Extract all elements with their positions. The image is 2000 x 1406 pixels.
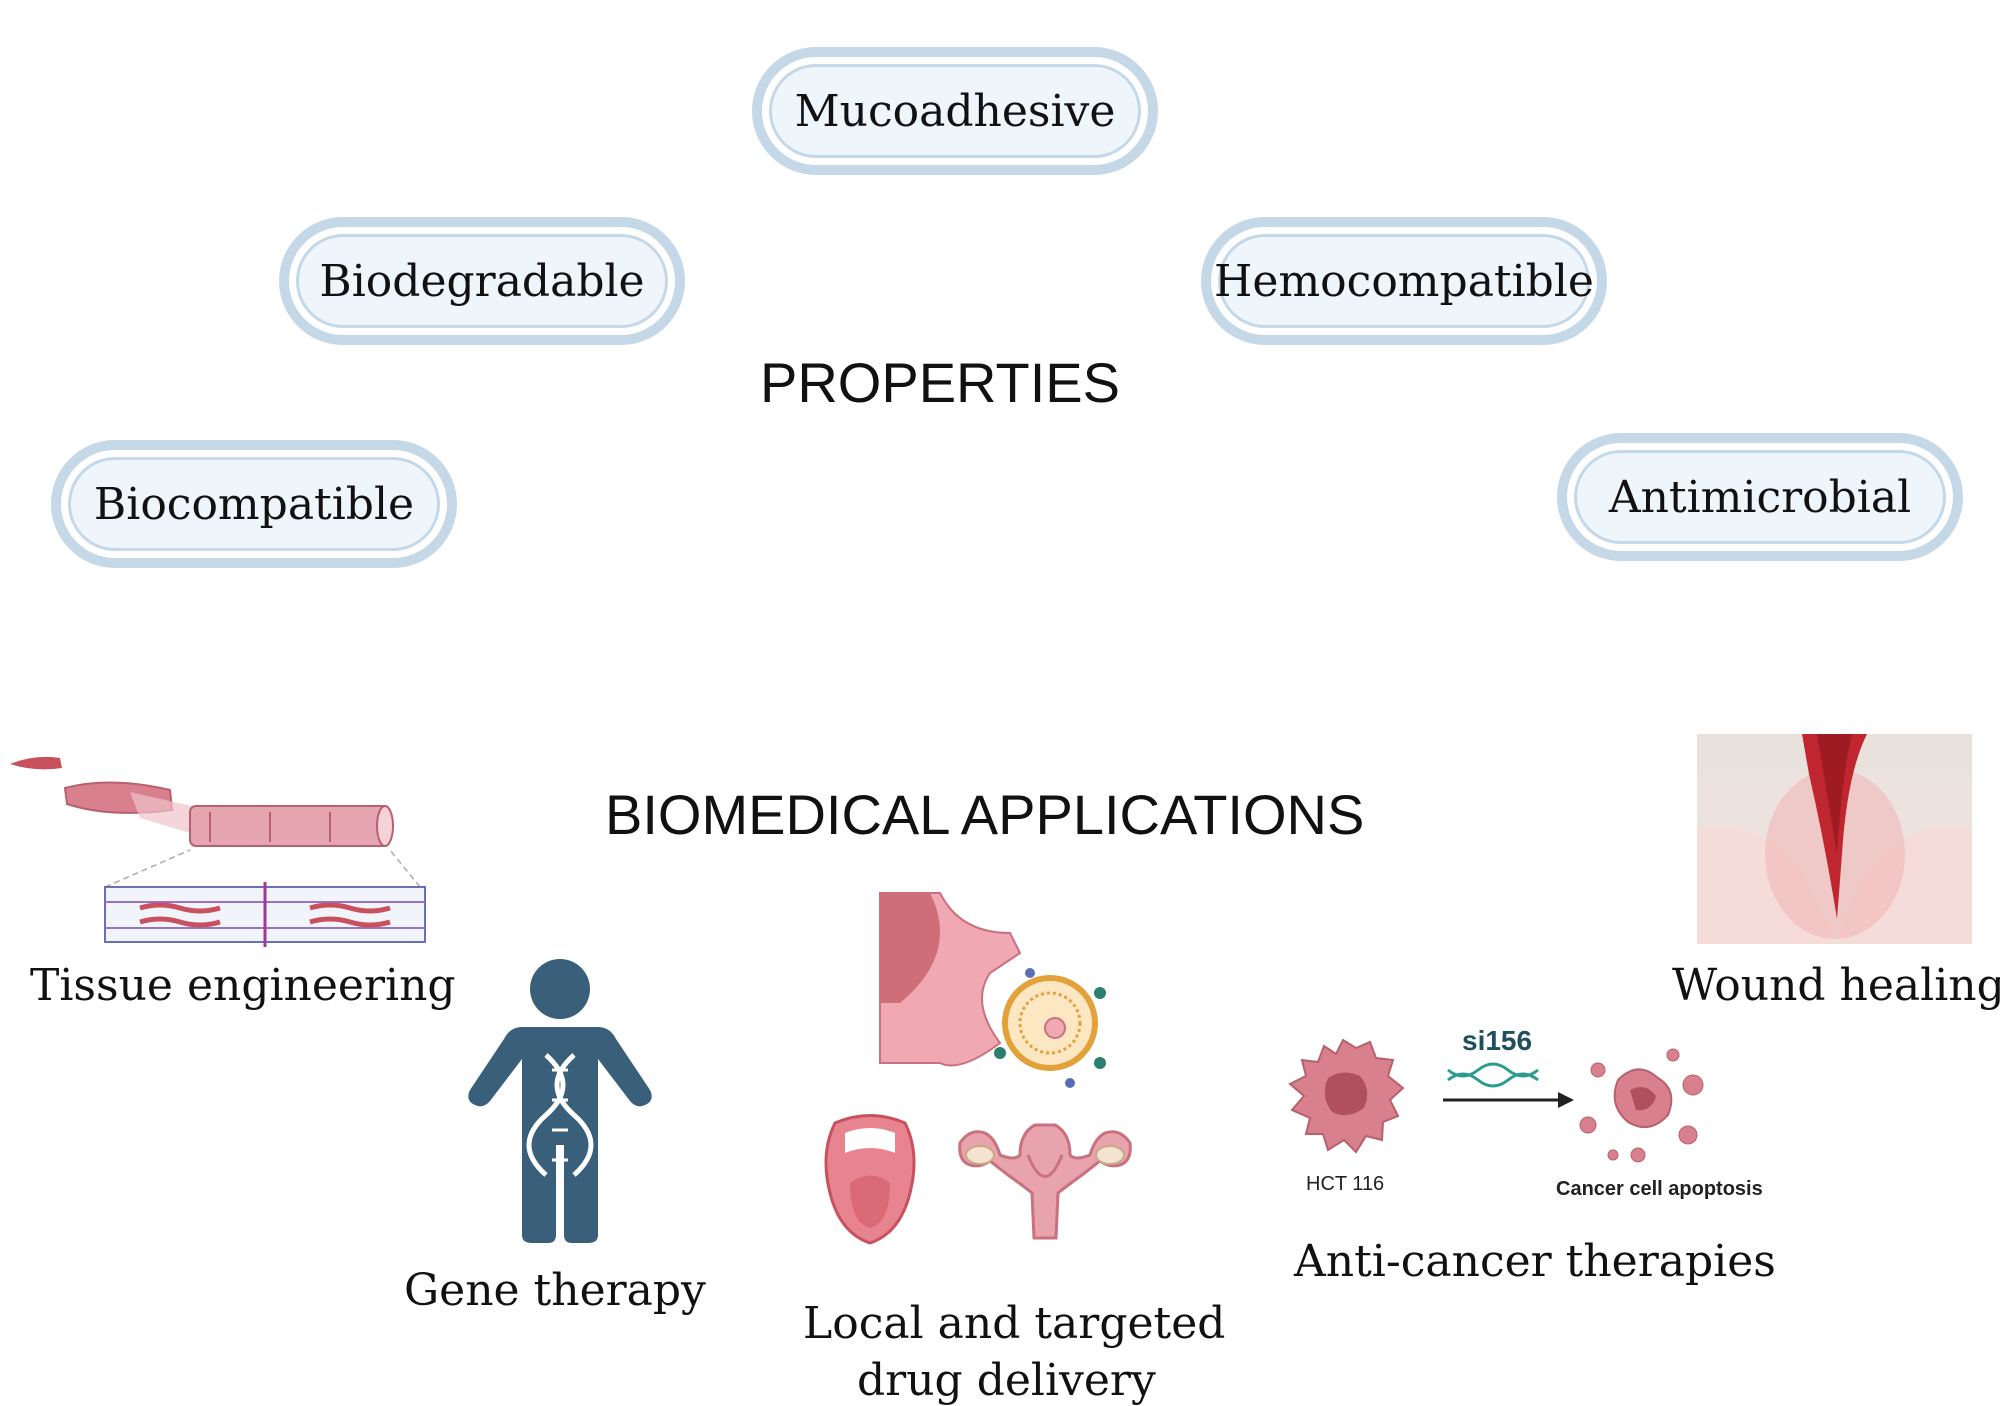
property-label: Biodegradable	[296, 234, 668, 328]
cancer-cell-illustration	[1288, 1038, 1704, 1163]
tissue-engineering-label: Tissue engineering	[30, 960, 456, 1011]
gene-therapy-label: Gene therapy	[404, 1265, 706, 1316]
drug-delivery-illustration	[824, 892, 1132, 1245]
muscle-fiber-illustration	[10, 756, 426, 947]
wound-skin-illustration	[1697, 734, 1972, 944]
drug-delivery-label-line2: drug delivery	[857, 1355, 1156, 1406]
properties-heading: PROPERTIES	[760, 351, 1120, 414]
anti-cancer-label: Anti-cancer therapies	[1294, 1236, 1776, 1287]
drug-delivery-label-line1: Local and targeted	[803, 1298, 1226, 1349]
property-label: Antimicrobial	[1574, 450, 1946, 544]
property-pill-hemocompatible: Hemocompatible	[1201, 217, 1607, 345]
property-pill-antimicrobial: Antimicrobial	[1557, 433, 1963, 561]
property-label: Biocompatible	[68, 457, 440, 551]
hct-label: HCT 116	[1306, 1173, 1385, 1195]
human-dna-icon	[468, 959, 652, 1243]
si156-label: si156	[1462, 1025, 1533, 1056]
property-pill-mucoadhesive: Mucoadhesive	[752, 47, 1158, 175]
apoptosis-label: Cancer cell apoptosis	[1556, 1178, 1763, 1200]
property-pill-biodegradable: Biodegradable	[279, 217, 685, 345]
property-pill-biocompatible: Biocompatible	[51, 440, 457, 568]
wound-healing-label: Wound healing	[1672, 960, 2000, 1011]
property-label: Mucoadhesive	[769, 64, 1141, 158]
property-label: Hemocompatible	[1214, 234, 1594, 328]
applications-heading: BIOMEDICAL APPLICATIONS	[605, 783, 1365, 846]
